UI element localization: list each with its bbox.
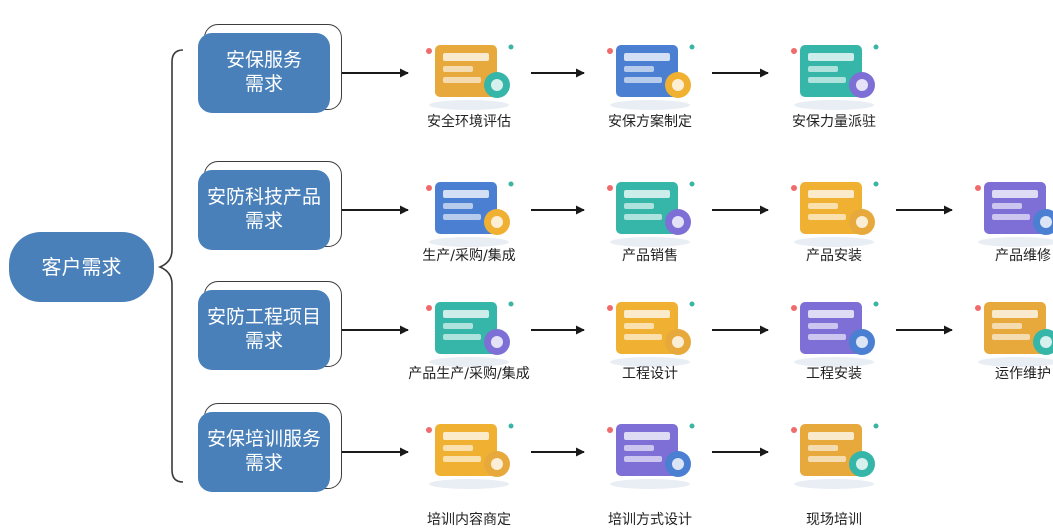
brace-connector — [157, 49, 184, 483]
root-node-customer-demand: 客户需求 — [9, 232, 154, 302]
engineering-design-icon — [607, 301, 695, 367]
envelope-people-icon — [426, 44, 514, 110]
category-box: 安保服务 需求 — [198, 33, 330, 113]
step-label: 工程安装 — [806, 366, 862, 382]
step-label: 产品维修 — [995, 248, 1051, 264]
guard-deployment-icon — [791, 44, 879, 110]
training-content-monitor-icon — [426, 423, 514, 489]
step-label: 生产/采购/集成 — [422, 248, 516, 264]
step-label: 培训方式设计 — [608, 512, 692, 528]
operation-maintenance-icon — [975, 302, 1053, 367]
step-label: 安保力量派驻 — [792, 114, 876, 130]
step-label: 安全环境评估 — [427, 114, 511, 130]
training-method-clipboard-icon — [607, 423, 695, 489]
step-label: 产品安装 — [806, 248, 862, 264]
step-label: 培训内容商定 — [427, 512, 511, 528]
procurement-magnifier-icon — [426, 181, 514, 247]
engineering-install-icon — [791, 301, 879, 367]
product-install-icon — [791, 181, 879, 247]
step-label: 产品销售 — [622, 248, 678, 264]
product-sales-icon — [607, 181, 695, 247]
step-label: 产品生产/采购/集成 — [408, 366, 530, 382]
step-label: 安保方案制定 — [608, 114, 692, 130]
step-label: 工程设计 — [622, 366, 678, 382]
security-plan-board-icon — [607, 44, 695, 110]
step-label: 现场培训 — [806, 512, 862, 528]
lightbulb-dollar-icon — [975, 182, 1053, 247]
onsite-trainer-icon — [791, 423, 879, 489]
step-label: 运作维护 — [995, 366, 1051, 382]
procurement-magnifier-icon — [426, 301, 514, 367]
category-box: 安防工程项目 需求 — [198, 290, 330, 370]
category-box: 安保培训服务 需求 — [198, 412, 330, 492]
category-box: 安防科技产品 需求 — [198, 170, 330, 250]
